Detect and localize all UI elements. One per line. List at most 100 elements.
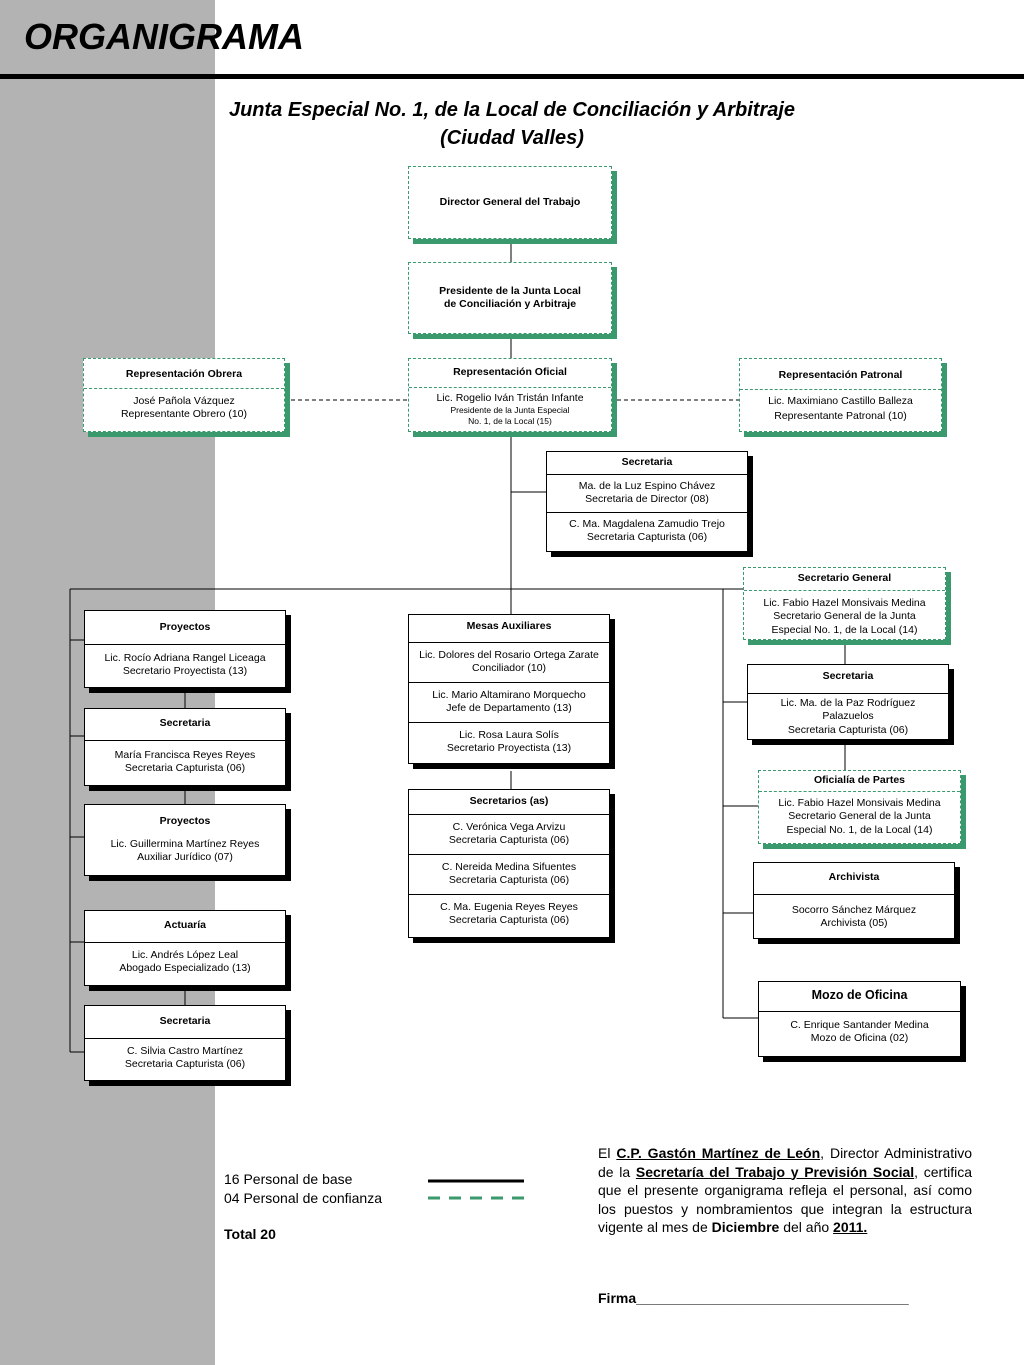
secretaria-top-person-2: C. Ma. Magdalena Zamudio Trejo Secretari… <box>547 513 747 550</box>
oficialia-l1: Lic. Fabio Hazel Monsivais Medina <box>778 796 941 809</box>
secretaria-left1-title: Secretaria <box>85 709 285 741</box>
rep-oficial-title: Representación Oficial <box>409 359 611 388</box>
mesas-p2-role: Jefe de Departamento (13) <box>446 702 572 714</box>
mesas-p2-name: Lic. Mario Altamirano Morquecho <box>432 688 586 701</box>
proyectos2-title: Proyectos <box>159 815 211 827</box>
mesas-person-2: Lic. Mario Altamirano Morquecho Jefe de … <box>409 683 609 723</box>
secretaria-left2-name: C. Silvia Castro Martínez <box>126 1044 244 1057</box>
secretaria-left2-body: C. Silvia Castro Martínez Secretaria Cap… <box>85 1039 285 1078</box>
rep-obrera-name: José Pañola Vázquez <box>133 394 235 407</box>
proyectos2-name: Lic. Guillermina Martínez Reyes <box>110 837 260 850</box>
archivista-title: Archivista <box>754 863 954 895</box>
signature-line: Firma___________________________________ <box>598 1290 909 1306</box>
secretaria-left2-role: Secretaria Capturista (06) <box>124 1058 246 1070</box>
rep-obrera-role: Representante Obrero (10) <box>120 408 248 420</box>
mesas-p1-role: Conciliador (10) <box>471 662 547 674</box>
actuaria-role: Abogado Especializado (13) <box>119 962 251 974</box>
secretaria-top-p2-role: Secretaria Capturista (06) <box>586 531 708 543</box>
box-secretaria-left-2: Secretaria C. Silvia Castro Martínez Sec… <box>84 1005 286 1081</box>
mozo-title: Mozo de Oficina <box>759 982 960 1012</box>
secretario-general-title: Secretario General <box>744 568 945 591</box>
rep-patronal-body: Lic. Maximiano Castillo Balleza Represen… <box>740 390 941 430</box>
secretarios-p1-role: Secretaria Capturista (06) <box>448 834 570 846</box>
secretarios-p3-role: Secretaria Capturista (06) <box>448 914 570 926</box>
rep-patronal-title: Representación Patronal <box>740 359 941 390</box>
secretarios-person-3: C. Ma. Eugenia Reyes Reyes Secretaria Ca… <box>409 895 609 934</box>
mozo-role: Mozo de Oficina (02) <box>810 1032 909 1044</box>
archivista-body: Socorro Sánchez Márquez Archivista (05) <box>754 895 954 940</box>
secretaria-top-p1-role: Secretaria de Director (08) <box>585 493 709 505</box>
rep-patronal-name: Lic. Maximiano Castillo Balleza <box>768 394 913 407</box>
oficialia-body: Lic. Fabio Hazel Monsivais Medina Secret… <box>759 792 960 840</box>
mesas-person-1: Lic. Dolores del Rosario Ortega Zarate C… <box>409 643 609 683</box>
secretaria-left1-name: María Francisca Reyes Reyes <box>114 748 256 761</box>
rep-oficial-role-2: No. 1, de la Local (15) <box>468 416 552 426</box>
box-secretarios: Secretarios (as) C. Verónica Vega Arvizu… <box>408 789 610 938</box>
proyectos1-body: Lic. Rocío Adriana Rangel Liceaga Secret… <box>85 645 285 686</box>
legend-total: Total 20 <box>224 1226 276 1242</box>
proyectos1-role: Secretario Proyectista (13) <box>122 665 248 677</box>
archivista-role: Archivista (05) <box>820 917 888 929</box>
box-mozo-oficina: Mozo de Oficina C. Enrique Santander Med… <box>758 981 961 1057</box>
oficialia-l3: Especial No. 1, de la Local (14) <box>786 823 933 836</box>
proyectos1-title: Proyectos <box>85 611 285 645</box>
mesas-person-3: Lic. Rosa Laura Solís Secretario Proyect… <box>409 723 609 762</box>
page-subtitle: Junta Especial No. 1, de la Local de Con… <box>150 96 874 152</box>
certify-text-2: , Director Administrativo de la <box>598 1145 973 1180</box>
secretario-general-l2: Secretario General de la Junta <box>773 610 916 622</box>
mozo-name: C. Enrique Santander Medina <box>790 1018 929 1031</box>
rep-oficial-body: Lic. Rogelio Iván Tristán Infante Presid… <box>409 388 611 434</box>
box-secretaria-direccion: Secretaria Ma. de la Luz Espino Chávez S… <box>546 451 748 552</box>
box-representacion-patronal: Representación Patronal Lic. Maximiano C… <box>739 358 942 432</box>
secretarios-title: Secretarios (as) <box>409 790 609 815</box>
rep-patronal-role: Representante Patronal (10) <box>774 409 907 422</box>
secretaria-right-l2: Palazuelos <box>822 710 874 722</box>
box-archivista: Archivista Socorro Sánchez Márquez Archi… <box>753 862 955 939</box>
mesas-p1-name: Lic. Dolores del Rosario Ortega Zarate <box>419 648 599 661</box>
oficialia-l2: Secretario General de la Junta <box>788 810 931 822</box>
secretaria-right-body: Lic. Ma. de la Paz Rodríguez Palazuelos … <box>748 694 948 741</box>
proyectos1-name: Lic. Rocío Adriana Rangel Liceaga <box>104 651 266 664</box>
certify-department: Secretaría del Trabajo y Previsión Socia… <box>635 1163 915 1180</box>
actuaria-title: Actuaría <box>85 911 285 943</box>
box-actuaria: Actuaría Lic. Andrés López Leal Abogado … <box>84 910 286 986</box>
secretaria-right-title: Secretaria <box>748 665 948 694</box>
proyectos2-role: Auxiliar Jurídico (07) <box>137 851 233 863</box>
box-mesas-auxiliares: Mesas Auxiliares Lic. Dolores del Rosari… <box>408 614 610 764</box>
secretarios-p2-role: Secretaria Capturista (06) <box>448 874 570 886</box>
box-secretaria-left-1: Secretaria María Francisca Reyes Reyes S… <box>84 708 286 786</box>
certify-text-1: El <box>598 1145 617 1161</box>
certify-person: C.P. Gastón Martínez de León <box>616 1145 821 1161</box>
director-title: Director General del Trabajo <box>439 195 581 208</box>
rep-obrera-body: José Pañola Vázquez Representante Obrero… <box>84 389 284 428</box>
certify-text-3: , certifica que el presente organigrama … <box>598 1163 972 1236</box>
secretarios-p2-name: C. Nereida Medina Sifuentes <box>441 860 577 873</box>
subtitle-line-2: (Ciudad Valles) <box>440 127 584 149</box>
box-representacion-obrera: Representación Obrera José Pañola Vázque… <box>83 358 285 432</box>
secretaria-top-p2-name: C. Ma. Magdalena Zamudio Trejo <box>569 517 725 530</box>
proyectos2-body: Lic. Guillermina Martínez Reyes Auxiliar… <box>85 834 285 869</box>
secretaria-top-p1-name: Ma. de la Luz Espino Chávez <box>578 479 716 492</box>
actuaria-name: Lic. Andrés López Leal <box>131 948 239 961</box>
box-representacion-oficial: Representación Oficial Lic. Rogelio Iván… <box>408 358 612 432</box>
secretario-general-l1: Lic. Fabio Hazel Monsivais Medina <box>763 596 926 609</box>
rep-oficial-name: Lic. Rogelio Iván Tristán Infante <box>436 391 584 404</box>
secretarios-person-1: C. Verónica Vega Arvizu Secretaria Captu… <box>409 815 609 855</box>
presidente-title-1: Presidente de la Junta Local <box>439 284 581 297</box>
secretaria-right-l1: Lic. Ma. de la Paz Rodríguez <box>780 696 916 709</box>
secretaria-right-l3: Secretaria Capturista (06) <box>787 723 909 736</box>
box-presidente: Presidente de la Junta Local de Concilia… <box>408 262 612 334</box>
box-secretario-general: Secretario General Lic. Fabio Hazel Mons… <box>743 567 946 640</box>
legend: 16 Personal de base 04 Personal de confi… <box>224 1170 382 1244</box>
oficialia-title: Oficialía de Partes <box>759 771 960 792</box>
mesas-title: Mesas Auxiliares <box>409 615 609 643</box>
rep-oficial-role-1: Presidente de la Junta Especial <box>450 405 570 415</box>
legend-confianza: 04 Personal de confianza <box>224 1190 382 1206</box>
certify-month: Diciembre <box>711 1219 780 1235</box>
rep-obrera-title: Representación Obrera <box>84 359 284 389</box>
secretario-general-body: Lic. Fabio Hazel Monsivais Medina Secret… <box>744 591 945 640</box>
header-gray-block <box>0 0 215 76</box>
box-proyectos-2: Proyectos Lic. Guillermina Martínez Reye… <box>84 804 286 876</box>
actuaria-body: Lic. Andrés López Leal Abogado Especiali… <box>85 943 285 982</box>
secretaria-top-person-1: Ma. de la Luz Espino Chávez Secretaria d… <box>547 475 747 513</box>
